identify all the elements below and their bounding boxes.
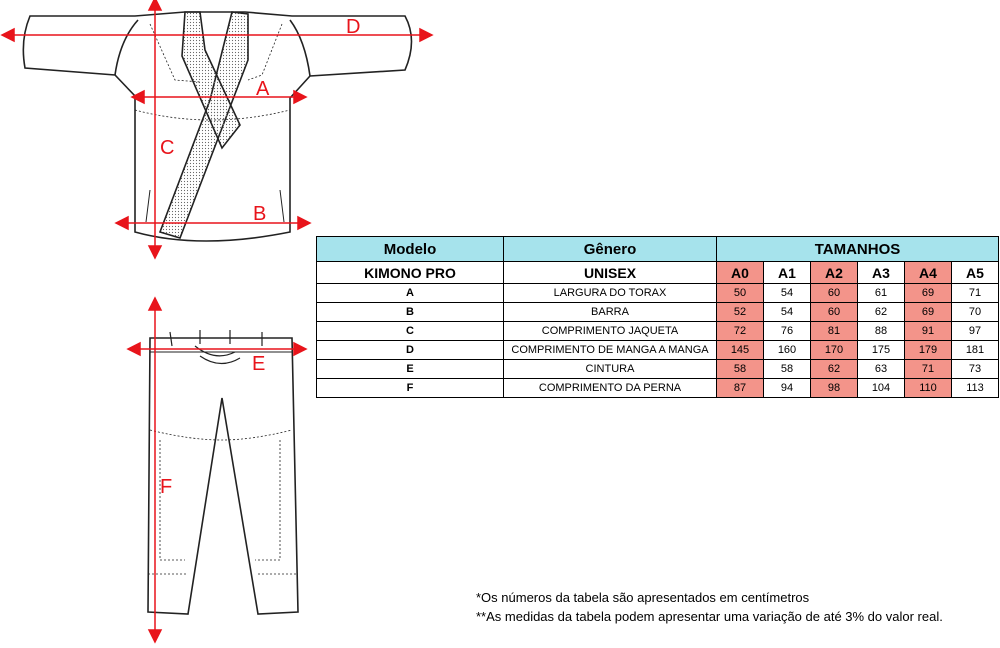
- header-sizes: TAMANHOS: [716, 236, 999, 262]
- label-f: F: [160, 476, 172, 498]
- size-name: A2: [810, 261, 858, 284]
- measure-value: 98: [810, 378, 858, 398]
- header-gender: Gênero: [503, 236, 717, 262]
- measure-value: 60: [810, 302, 858, 322]
- measure-value: 110: [904, 378, 952, 398]
- measure-name: COMPRIMENTO DA PERNA: [503, 378, 717, 398]
- measure-value: 58: [716, 359, 764, 379]
- size-name: A4: [904, 261, 952, 284]
- size-table: Modelo Gênero TAMANHOS KIMONO PRO UNISEX…: [316, 236, 999, 398]
- measure-value: 179: [904, 340, 952, 360]
- measure-value: 73: [951, 359, 999, 379]
- measure-value: 91: [904, 321, 952, 341]
- measure-value: 71: [904, 359, 952, 379]
- header-model: Modelo: [316, 236, 504, 262]
- label-a: A: [256, 78, 270, 100]
- size-name: A3: [857, 261, 905, 284]
- measure-name: CINTURA: [503, 359, 717, 379]
- measure-value: 175: [857, 340, 905, 360]
- measure-value: 63: [857, 359, 905, 379]
- measure-value: 62: [857, 302, 905, 322]
- pants-drawing: [147, 330, 299, 615]
- size-name: A0: [716, 261, 764, 284]
- measure-value: 60: [810, 283, 858, 303]
- measure-value: 52: [716, 302, 764, 322]
- measure-value: 181: [951, 340, 999, 360]
- measure-name: COMPRIMENTO DE MANGA A MANGA: [503, 340, 717, 360]
- measure-value: 58: [763, 359, 811, 379]
- size-name: A1: [763, 261, 811, 284]
- footnote: *Os números da tabela são apresentados e…: [476, 590, 810, 605]
- measure-code: E: [316, 359, 504, 379]
- measure-value: 104: [857, 378, 905, 398]
- subheader-row: KIMONO PRO UNISEX A0 A1 A2 A3 A4 A5: [316, 261, 999, 284]
- measure-value: 76: [763, 321, 811, 341]
- measure-value: 61: [857, 283, 905, 303]
- measure-value: 170: [810, 340, 858, 360]
- measure-code: A: [316, 283, 504, 303]
- measure-value: 70: [951, 302, 999, 322]
- label-d: D: [346, 16, 360, 38]
- measure-value: 71: [951, 283, 999, 303]
- measure-name: BARRA: [503, 302, 717, 322]
- measure-value: 54: [763, 283, 811, 303]
- model-name: KIMONO PRO: [316, 261, 504, 284]
- measure-value: 54: [763, 302, 811, 322]
- measure-value: 81: [810, 321, 858, 341]
- measure-value: 69: [904, 283, 952, 303]
- measurement-lines: [0, 0, 434, 644]
- footnotes: *Os números da tabela são apresentados e…: [476, 588, 943, 626]
- measure-value: 94: [763, 378, 811, 398]
- measure-code: B: [316, 302, 504, 322]
- measure-value: 62: [810, 359, 858, 379]
- measure-value: 145: [716, 340, 764, 360]
- measure-code: C: [316, 321, 504, 341]
- measure-value: 69: [904, 302, 952, 322]
- measure-name: COMPRIMENTO JAQUETA: [503, 321, 717, 341]
- measure-value: 88: [857, 321, 905, 341]
- measure-code: D: [316, 340, 504, 360]
- measure-value: 50: [716, 283, 764, 303]
- measure-value: 97: [951, 321, 999, 341]
- measure-value: 113: [951, 378, 999, 398]
- measure-value: 72: [716, 321, 764, 341]
- gender-name: UNISEX: [503, 261, 717, 284]
- measure-value: 87: [716, 378, 764, 398]
- label-e: E: [252, 353, 265, 375]
- measure-value: 160: [763, 340, 811, 360]
- header-row: Modelo Gênero TAMANHOS: [316, 236, 999, 262]
- label-b: B: [253, 203, 266, 225]
- footnote: **As medidas da tabela podem apresentar …: [476, 609, 943, 624]
- measure-code: F: [316, 378, 504, 398]
- size-name: A5: [951, 261, 999, 284]
- label-c: C: [160, 137, 174, 159]
- measure-name: LARGURA DO TORAX: [503, 283, 717, 303]
- jacket-drawing: [22, 11, 413, 242]
